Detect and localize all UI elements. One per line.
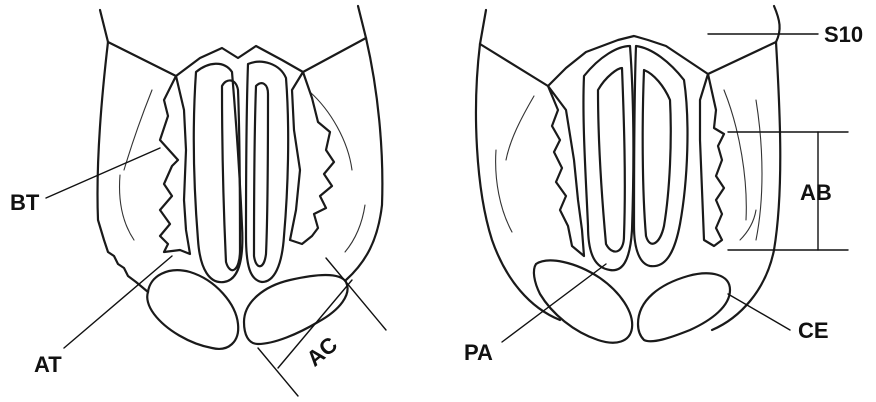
left-central-lobe-a xyxy=(194,64,243,282)
right-inner-contour-3 xyxy=(724,90,746,220)
ac-extension-line-lower xyxy=(258,348,298,396)
left-specimen xyxy=(46,6,386,396)
left-outer-valve-left xyxy=(97,42,148,292)
label-at: AT xyxy=(34,352,62,377)
label-pa: PA xyxy=(464,340,493,365)
label-ab: AB xyxy=(800,180,832,205)
label-ce: CE xyxy=(798,318,829,343)
right-central-lobe-a xyxy=(583,46,633,270)
bt-leader-line xyxy=(46,148,160,198)
right-specimen xyxy=(476,6,848,343)
label-bt: BT xyxy=(10,190,40,215)
left-inner-contour-4 xyxy=(345,205,365,252)
right-top-edge-right xyxy=(774,6,780,42)
label-ac: AC xyxy=(302,332,342,372)
right-central-lobe-b-inner xyxy=(643,70,671,244)
left-central-lobe-a-inner xyxy=(222,80,240,270)
left-central-lobe-b-inner xyxy=(254,83,268,266)
right-top-edge-left xyxy=(480,10,486,44)
right-bottom-lobe-right xyxy=(638,273,730,341)
left-tooth-right xyxy=(290,72,334,244)
right-tooth-left xyxy=(548,86,584,256)
left-tooth-bt xyxy=(160,76,190,254)
right-tooth-right xyxy=(700,74,724,246)
right-inner-contour-4 xyxy=(756,100,762,240)
right-inner-contour-2 xyxy=(506,96,534,160)
left-bottom-lobe-right xyxy=(244,275,348,344)
right-inner-contour-5 xyxy=(740,210,756,240)
pa-leader-line xyxy=(502,264,606,342)
at-leader-line xyxy=(64,256,172,348)
left-top-edge-left xyxy=(100,10,108,42)
ce-leader-line xyxy=(728,294,790,330)
right-central-lobe-a-inner xyxy=(598,68,625,252)
left-inner-contour-1 xyxy=(120,175,134,240)
left-top-edge-right xyxy=(358,6,366,38)
left-upper-rim xyxy=(108,38,366,76)
right-bottom-lobe-left xyxy=(534,260,632,342)
right-inner-contour-1 xyxy=(496,150,512,232)
right-upper-rim xyxy=(480,36,776,86)
label-s10: S10 xyxy=(824,22,863,47)
